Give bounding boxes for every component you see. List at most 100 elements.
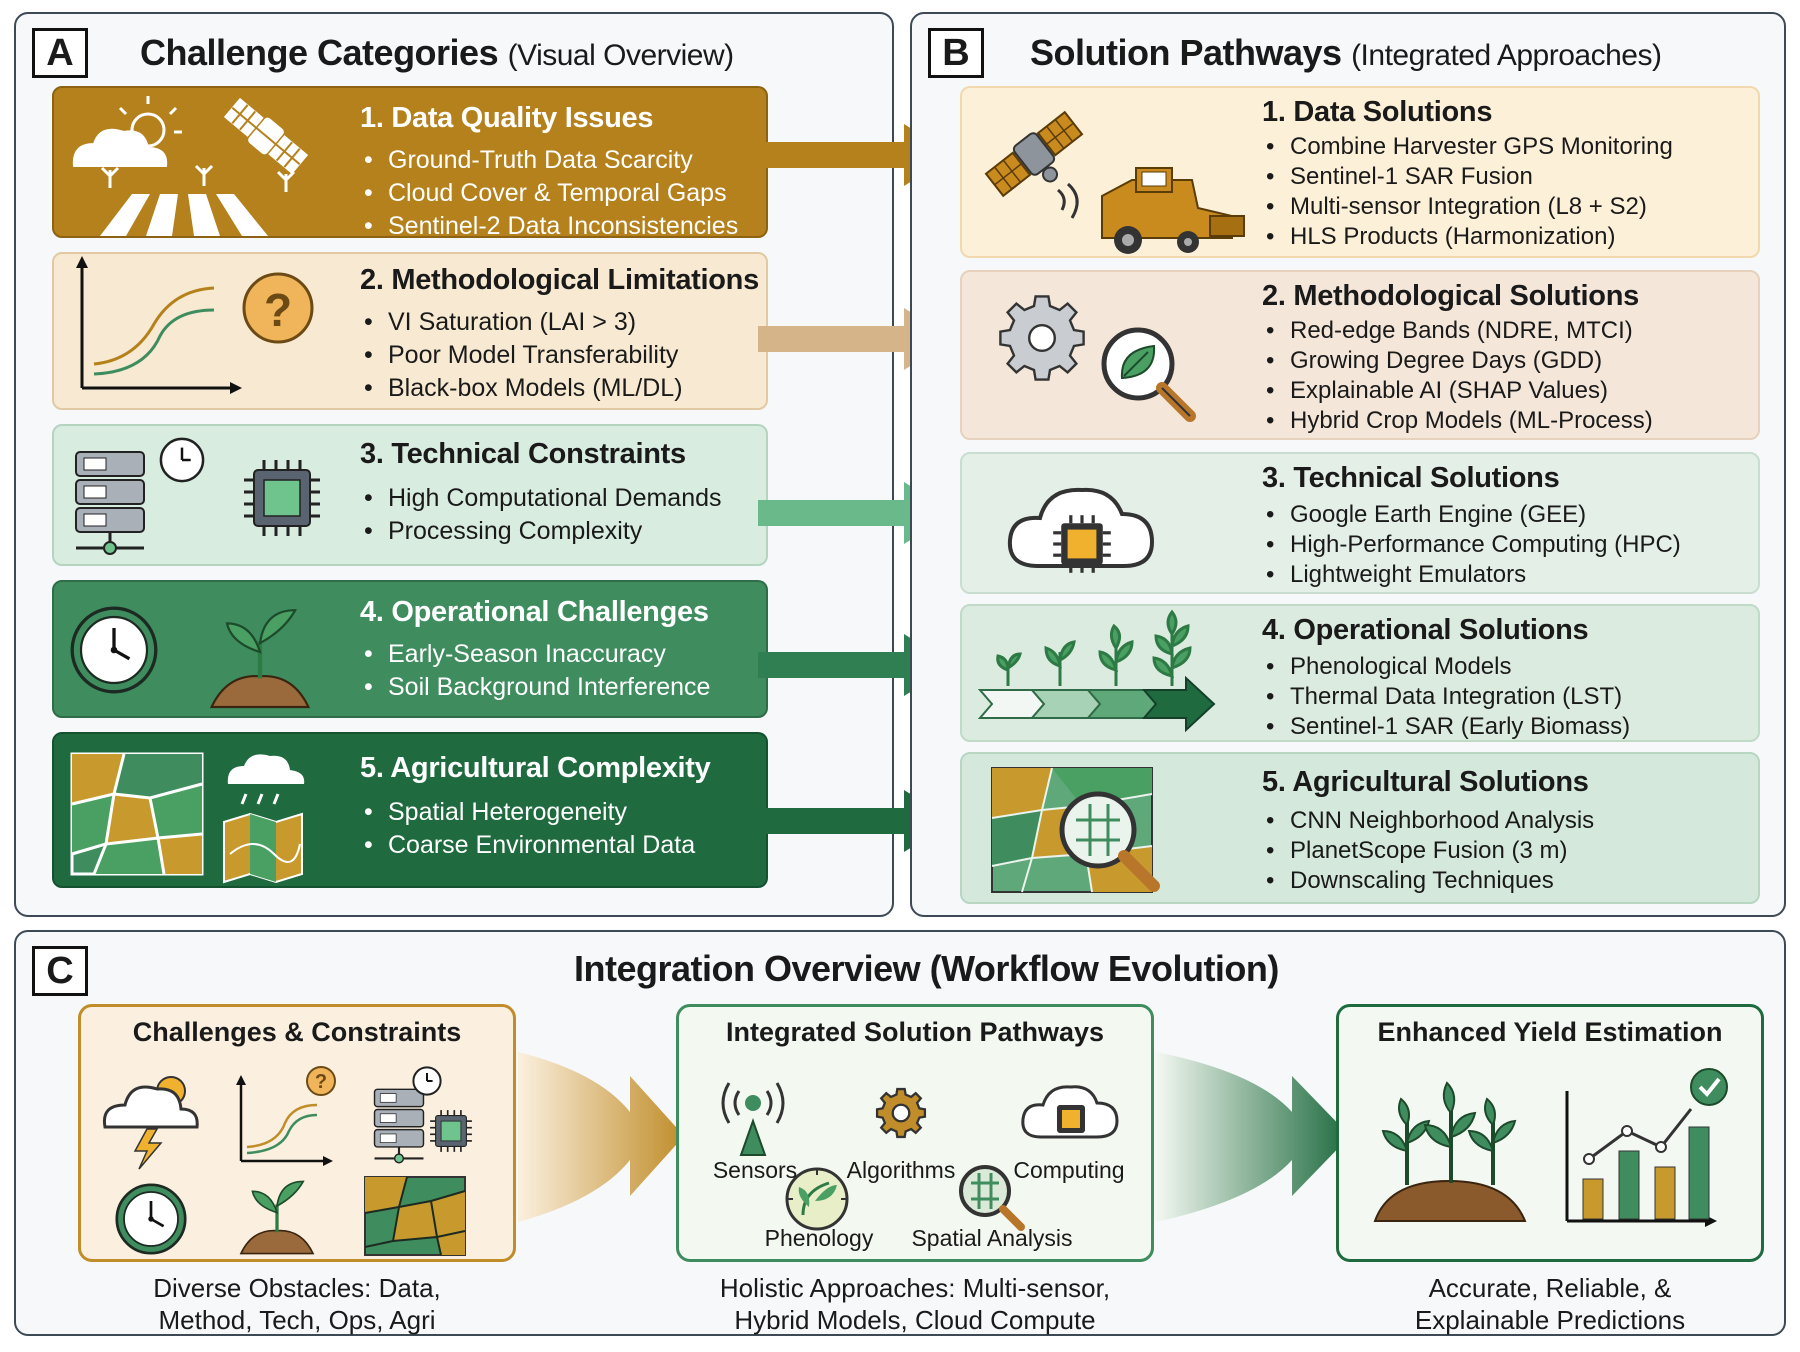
icon-label-spatial-analysis: Spatial Analysis: [911, 1225, 1073, 1251]
challenge-card-agricultural: 5. Agricultural Complexity Spatial Heter…: [52, 732, 768, 888]
list-item: Sentinel-1 SAR (Early Biomass): [1266, 712, 1630, 742]
gear-icon: [875, 1087, 927, 1139]
panel-a-subtitle: (Visual Overview): [507, 39, 735, 72]
panel-c-title: Integration Overview (Workflow Evolution…: [574, 948, 1279, 989]
solution-card-methodological: 2. Methodological Solutions Red-edge Ban…: [960, 270, 1760, 440]
list-item: Thermal Data Integration (LST): [1266, 682, 1630, 712]
list-item: VI Saturation (LAI > 3): [364, 306, 683, 339]
challenge-card-list: Ground-Truth Data Scarcity Cloud Cover &…: [364, 144, 738, 243]
solutions-box: Integrated Solution Pathways: [676, 1004, 1154, 1262]
curve-graph-icon: [76, 256, 242, 394]
crop-field-icon: [100, 164, 296, 236]
check-icon: [1690, 1068, 1728, 1106]
field-map-icon: [364, 1176, 466, 1256]
solution-card-title: 4. Operational Solutions: [1262, 614, 1589, 646]
rising-chart-icon: [1565, 1068, 1728, 1227]
panel-b-title: Solution Pathways (Integrated Approaches…: [1030, 32, 1662, 74]
panel-a-letter: A: [32, 28, 88, 78]
list-item: PlanetScope Fusion (3 m): [1266, 836, 1594, 866]
cloud-chip-icon: [1021, 1085, 1119, 1139]
challenge-card-title: 2. Methodological Limitations: [360, 264, 759, 296]
challenge-card-list: Spatial Heterogeneity Coarse Environment…: [364, 796, 695, 862]
challenges-caption: Diverse Obstacles: Data, Method, Tech, O…: [78, 1272, 516, 1336]
solution-card-title: 1. Data Solutions: [1262, 96, 1493, 128]
harvester-icon: [1101, 167, 1245, 254]
workflow-arrow-1: [518, 1052, 684, 1222]
server-icon: [74, 450, 146, 556]
solutions-caption: Holistic Approaches: Multi-sensor, Hybri…: [676, 1272, 1154, 1336]
list-item: Black-box Models (ML/DL): [364, 372, 683, 405]
list-item: Ground-Truth Data Scarcity: [364, 144, 738, 177]
challenge-categories-panel: A Challenge Categories (Visual Overview): [14, 12, 894, 917]
challenge-card-data-quality: 1. Data Quality Issues Ground-Truth Data…: [52, 86, 768, 240]
solutions-box-title: Integrated Solution Pathways: [725, 1017, 1105, 1047]
data-quality-icons: [72, 96, 309, 236]
list-item: Spatial Heterogeneity: [364, 796, 695, 829]
leaf-magnifier-icon: [1104, 330, 1190, 416]
solution-card-title: 2. Methodological Solutions: [1262, 280, 1639, 312]
workflow-arrow-2: [1156, 1052, 1350, 1222]
challenge-card-title: 3. Technical Constraints: [360, 438, 686, 470]
solution-card-list: Google Earth Engine (GEE) High-Performan…: [1266, 500, 1681, 590]
yield-box: Enhanced Yield Estimation: [1336, 1004, 1764, 1262]
caption-line: Holistic Approaches: Multi-sensor,: [719, 1273, 1111, 1303]
panel-b-letter: B: [928, 28, 984, 78]
spatial-analysis-icon: [959, 1165, 1025, 1231]
list-item: CNN Neighborhood Analysis: [1266, 806, 1594, 836]
challenge-card-methodological: ? 2. Methodological Limitations VI Satur…: [52, 252, 768, 410]
solution-card-list: Phenological Models Thermal Data Integra…: [1266, 652, 1630, 742]
list-item: High Computational Demands: [364, 482, 722, 515]
list-item: HLS Products (Harmonization): [1266, 222, 1673, 252]
question-icon: ?: [242, 272, 314, 344]
panel-a-title-main: Challenge Categories: [140, 32, 499, 73]
list-item: Google Earth Engine (GEE): [1266, 500, 1681, 530]
cloud-chip-icon: [1007, 487, 1155, 573]
list-item: Red-edge Bands (NDRE, MTCI): [1266, 316, 1653, 346]
panel-c-letter: C: [32, 946, 88, 996]
challenge-card-title: 1. Data Quality Issues: [360, 102, 654, 134]
list-item: Explainable AI (SHAP Values): [1266, 376, 1653, 406]
list-item: Sentinel-1 SAR Fusion: [1266, 162, 1673, 192]
solution-card-list: Red-edge Bands (NDRE, MTCI) Growing Degr…: [1266, 316, 1653, 436]
svg-text:?: ?: [264, 284, 292, 336]
phenology-icon: [785, 1167, 849, 1231]
gear-icon: [999, 295, 1085, 381]
list-item: Hybrid Crop Models (ML-Process): [1266, 406, 1653, 436]
caption-line: Method, Tech, Ops, Agri: [158, 1305, 436, 1335]
plants-soil-icon: [1373, 1081, 1527, 1222]
list-item: Poor Model Transferability: [364, 339, 683, 372]
caption-line: Hybrid Models, Cloud Compute: [734, 1305, 1096, 1335]
list-item: Processing Complexity: [364, 515, 722, 548]
curve-graph-icon: ?: [236, 1066, 336, 1166]
solution-card-list: Combine Harvester GPS Monitoring Sentine…: [1266, 132, 1673, 252]
chip-icon: [429, 1109, 473, 1153]
solution-card-technical: 3. Technical Solutions Google Earth Engi…: [960, 452, 1760, 594]
chip-icon: [242, 458, 322, 538]
list-item: Lightweight Emulators: [1266, 560, 1681, 590]
seedling-icon: [239, 1179, 315, 1256]
list-item: Sentinel-2 Data Inconsistencies: [364, 210, 738, 243]
clock-icon: [412, 1066, 442, 1096]
cloud-sun-icon: [72, 96, 182, 167]
solution-card-agricultural: 5. Agricultural Solutions CNN Neighborho…: [960, 752, 1760, 904]
icon-label-sensors: Sensors: [712, 1157, 798, 1183]
solution-card-data: 1. Data Solutions Combine Harvester GPS …: [960, 86, 1760, 258]
list-item: Phenological Models: [1266, 652, 1630, 682]
clock-icon: [115, 1183, 187, 1255]
challenges-box: Challenges & Constraints ?: [78, 1004, 516, 1262]
caption-line: Explainable Predictions: [1414, 1305, 1686, 1335]
icon-label-algorithms: Algorithms: [846, 1157, 956, 1183]
solution-card-operational: 4. Operational Solutions Phenological Mo…: [960, 604, 1760, 742]
list-item: High-Performance Computing (HPC): [1266, 530, 1681, 560]
map-magnifier-icon: [991, 767, 1160, 893]
challenge-card-operational: 4. Operational Challenges Early-Season I…: [52, 580, 768, 718]
rain-cloud-icon: [227, 754, 305, 805]
solution-card-title: 5. Agricultural Solutions: [1262, 766, 1589, 798]
clock-icon: [70, 606, 158, 694]
list-item: Coarse Environmental Data: [364, 829, 695, 862]
challenge-card-list: VI Saturation (LAI > 3) Poor Model Trans…: [364, 306, 683, 405]
svg-text:?: ?: [315, 1071, 327, 1093]
caption-line: Diverse Obstacles: Data,: [153, 1273, 441, 1303]
challenge-card-title: 5. Agricultural Complexity: [360, 752, 711, 784]
clock-icon: [159, 437, 205, 483]
